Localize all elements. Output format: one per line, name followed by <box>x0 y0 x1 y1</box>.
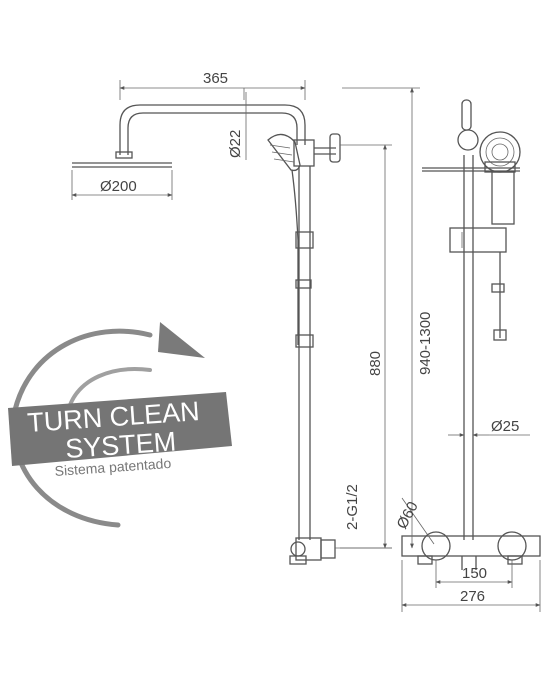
front-view <box>72 104 341 565</box>
dim-inlet-spacing: 150 <box>462 565 487 582</box>
dim-arm-tube: Ø22 <box>227 130 244 158</box>
dim-column-tube: Ø25 <box>491 418 519 435</box>
dim-column-height: 940-1300 <box>417 312 434 375</box>
swirl-arrowhead-icon <box>158 322 205 358</box>
turn-clean-badge: TURN CLEAN SYSTEM Sistema patentado <box>8 322 232 528</box>
swirl-arrow-inner <box>68 367 152 407</box>
side-view <box>401 99 541 570</box>
dimension-lines <box>71 80 541 612</box>
dim-handle-diameter: Ø60 <box>394 499 422 532</box>
badge-banner <box>8 392 232 466</box>
dim-mixer-width: 276 <box>460 588 485 605</box>
dim-inlet-thread: 2-G1/2 <box>344 484 361 530</box>
dim-head-diameter: Ø200 <box>100 178 137 195</box>
dim-arm-length: 365 <box>203 70 228 87</box>
dim-slide-bar-length: 880 <box>367 351 384 376</box>
dimension-labels: 365 Ø22 Ø200 880 940-1300 Ø25 2-G1/2 Ø60… <box>100 70 519 605</box>
